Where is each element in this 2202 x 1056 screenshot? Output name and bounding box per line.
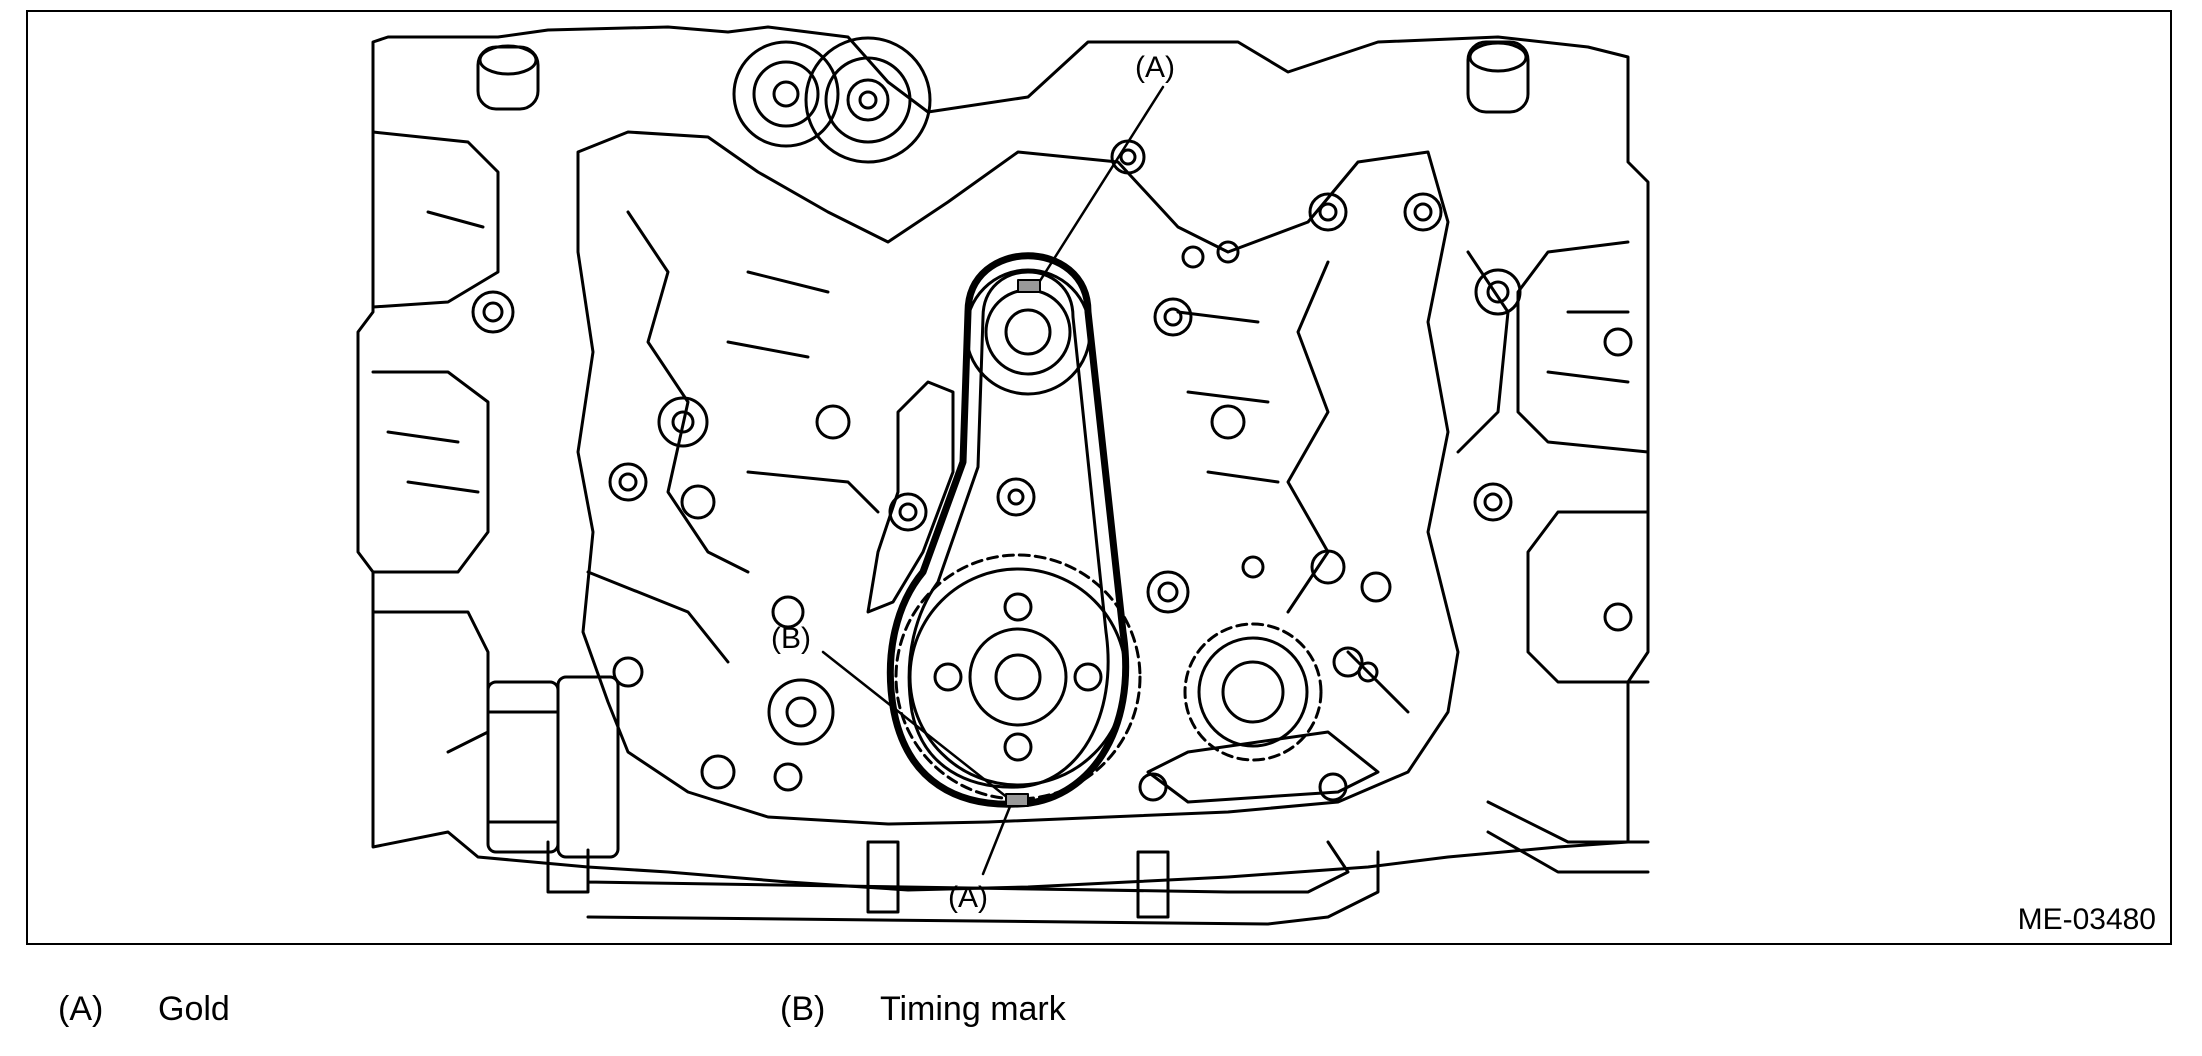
- callout-A-bottom: (A): [948, 881, 988, 914]
- legend-label: Timing mark: [880, 990, 1066, 1028]
- legend-label: Gold: [158, 990, 230, 1028]
- legend-key: (A): [58, 990, 104, 1028]
- callout-B: (B): [771, 622, 811, 655]
- tensioner-pivot: [888, 492, 928, 532]
- crankshaft-sprocket: [894, 553, 1142, 801]
- timing-cover-outline: [576, 130, 1460, 826]
- leader-line-A-top: [1036, 85, 1165, 286]
- figure-frame: (A) (B) (A) ME-03480: [26, 10, 2172, 945]
- gold-link-top: [1017, 279, 1041, 293]
- leader-line-A-bottom: [981, 797, 1015, 876]
- interior-lines: [586, 210, 1410, 714]
- pipe-bracket-1: [866, 840, 900, 914]
- pipe-bracket-2: [1136, 850, 1170, 919]
- figure-code: ME-03480: [2017, 903, 2156, 936]
- right-ribs: [1456, 240, 1650, 684]
- idler-pulley-2: [804, 36, 932, 164]
- engine-timing-chain-diagram: (A) (B) (A): [356, 25, 1650, 926]
- left-cylinder-part: [486, 675, 620, 859]
- cap-top-right: [1466, 40, 1530, 114]
- leader-line-B: [821, 650, 1015, 804]
- lower-oil-pipe: [546, 800, 1650, 926]
- legend-key: (B): [780, 990, 826, 1028]
- oil-pump-sprocket: [1183, 622, 1323, 762]
- tensioner-pivot-inner: [898, 502, 918, 522]
- callout-A-top: (A): [1135, 51, 1175, 84]
- left-ribs: [371, 130, 500, 754]
- pump-guide-plate: [1146, 730, 1380, 804]
- cap-top-left: [476, 44, 540, 111]
- engine-block-outline: [356, 25, 1650, 892]
- chain-tensioner-arm: [866, 380, 955, 614]
- idler-pulley-1: [732, 40, 840, 148]
- gold-link-bottom: [1005, 793, 1029, 807]
- legend-item-a: (A) Gold: [58, 990, 230, 1029]
- legend-item-b: (B) Timing mark: [780, 990, 1066, 1029]
